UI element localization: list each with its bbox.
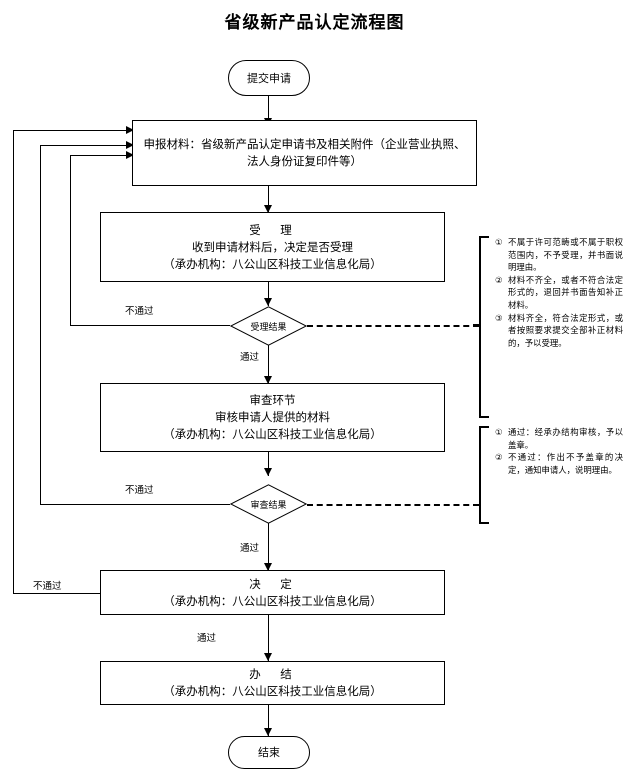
arrowhead-review-result (264, 468, 272, 476)
node-decision-line2: （承办机构：八公山区科技工业信息化局） (163, 593, 382, 608)
arrowhead-end (264, 728, 272, 736)
arrowhead-decision (264, 563, 272, 571)
bracket-tick-acceptance (473, 324, 480, 326)
node-decision-heading: 决 定 (249, 576, 296, 591)
edge-label-decision-fail: 不通过 (32, 578, 63, 592)
node-review-line2: 审核申请人提供的材料 (215, 410, 330, 424)
loop-review-fail-return (40, 145, 132, 146)
annotation-acceptance-note: ① 不属于许可范畴或不属于职权范围内，不予受理，并书面说明理由。 ② 材料不齐全… (473, 236, 627, 418)
list-item-number: ③ (495, 312, 503, 323)
loop-decision-fail-vertical (13, 130, 14, 594)
list-item-text: 材料齐全，符合法定形式，或者按照要求提交全部补正材料的，予以受理。 (508, 312, 623, 348)
arrowhead-loop-accept-fail (126, 151, 134, 159)
node-acceptance[interactable]: 受 理 收到申请材料后，决定是否受理 （承办机构：八公山区科技工业信息化局） (100, 212, 445, 282)
connector-review-pass (268, 523, 269, 571)
connector-decision-to-complete (268, 614, 269, 661)
node-materials-line1: 申报材料：省级新产品认定申请书及相关附件（企业营业执照、 (143, 137, 466, 151)
edge-label-decision-pass: 通过 (196, 630, 218, 644)
loop-accept-fail-return (70, 155, 132, 156)
node-decision[interactable]: 决 定 （承办机构：八公山区科技工业信息化局） (100, 570, 445, 615)
node-acceptance-line2: 收到申请材料后，决定是否受理 (192, 239, 353, 254)
edge-label-acceptance-pass: 通过 (239, 349, 261, 363)
arrowhead-loop-decision-fail (126, 126, 134, 134)
dashed-connector-review-note (307, 504, 479, 506)
arrowhead-accept (264, 205, 272, 213)
annotation-review-list: ① 通过：经承办结构审核，予以盖章。 ② 不通过：作出不予盖章的决定，通知申请人… (479, 426, 627, 476)
loop-review-fail-vertical (40, 145, 41, 505)
node-end-label: 结束 (258, 746, 280, 759)
connector-complete-to-end (268, 704, 269, 736)
edge-label-acceptance-fail: 不通过 (124, 303, 155, 317)
list-item-text: 通过：经承办结构审核，予以盖章。 (508, 427, 623, 450)
diamond-shape-review (230, 484, 307, 524)
node-review-result[interactable]: 审查结果 (230, 484, 307, 524)
list-item-number: ② (495, 452, 503, 463)
node-start[interactable]: 提交申请 (228, 60, 310, 96)
node-review[interactable]: 审查环节 审核申请人提供的材料 （承办机构：八公山区科技工业信息化局） (100, 383, 445, 452)
node-acceptance-heading: 受 理 (249, 222, 296, 237)
list-item: ② 材料不齐全，或者不符合法定形式的，退回并书面告知补正材料。 (495, 274, 623, 312)
edge-label-review-fail: 不通过 (124, 482, 155, 496)
annotation-acceptance-list: ① 不属于许可范畴或不属于职权范围内，不予受理，并书面说明理由。 ② 材料不齐全… (479, 236, 627, 349)
node-complete[interactable]: 办 结 （承办机构：八公山区科技工业信息化局） (100, 661, 445, 705)
bracket-shape-review (479, 426, 489, 524)
connector-start-to-materials (268, 96, 269, 120)
list-item: ① 通过：经承办结构审核，予以盖章。 (495, 426, 623, 451)
node-materials[interactable]: 申报材料：省级新产品认定申请书及相关附件（企业营业执照、 法人身份证复印件等） (132, 120, 477, 186)
dashed-connector-accept-note (307, 325, 479, 327)
page-title: 省级新产品认定流程图 (224, 13, 405, 33)
connector-accept-pass (268, 345, 269, 383)
connector-materials-to-accept (268, 186, 269, 212)
diamond-shape-acceptance (230, 306, 307, 346)
list-item-text: 不属于许可范畴或不属于职权范围内，不予受理，并书面说明理由。 (508, 237, 623, 273)
arrowhead-complete (264, 653, 272, 661)
loop-decision-fail-horizontal (13, 593, 100, 594)
node-acceptance-result[interactable]: 受理结果 (230, 306, 307, 346)
list-item: ① 不属于许可范畴或不属于职权范围内，不予受理，并书面说明理由。 (495, 236, 623, 274)
arrowhead-loop-review-fail (126, 141, 134, 149)
connector-review-to-result (268, 452, 269, 476)
bracket-tick-review (473, 504, 480, 506)
node-acceptance-line3: （承办机构：八公山区科技工业信息化局） (163, 256, 382, 271)
list-item-number: ① (495, 427, 503, 437)
list-item: ② 不通过：作出不予盖章的决定，通知申请人，说明理由。 (495, 451, 623, 476)
node-start-label: 提交申请 (247, 71, 291, 85)
arrowhead-accept-result (264, 298, 272, 306)
connector-accept-to-result (268, 282, 269, 306)
loop-accept-fail-horizontal (70, 325, 230, 326)
node-complete-heading: 办 结 (249, 667, 296, 681)
node-complete-line2: （承办机构：八公山区科技工业信息化局） (163, 684, 382, 698)
list-item-number: ① (495, 237, 503, 247)
list-item-text: 材料不齐全，或者不符合法定形式的，退回并书面告知补正材料。 (508, 274, 623, 310)
node-materials-line2: 法人身份证复印件等） (247, 154, 362, 168)
arrowhead-review (264, 376, 272, 384)
list-item: ③ 材料齐全，符合法定形式，或者按照要求提交全部补正材料的，予以受理。 (495, 312, 623, 350)
list-item-number: ② (495, 274, 503, 285)
edge-label-review-pass: 通过 (239, 540, 261, 554)
annotation-review-note: ① 通过：经承办结构审核，予以盖章。 ② 不通过：作出不予盖章的决定，通知申请人… (473, 426, 627, 524)
node-review-line3: （承办机构：八公山区科技工业信息化局） (163, 427, 382, 441)
loop-decision-fail-return (13, 130, 132, 131)
bracket-shape-acceptance (479, 236, 489, 418)
loop-accept-fail-vertical (70, 155, 71, 326)
list-item-text: 不通过：作出不予盖章的决定，通知申请人，说明理由。 (508, 452, 623, 475)
loop-review-fail-horizontal (40, 504, 230, 505)
node-review-heading: 审查环节 (249, 393, 296, 407)
node-end[interactable]: 结束 (228, 736, 310, 769)
